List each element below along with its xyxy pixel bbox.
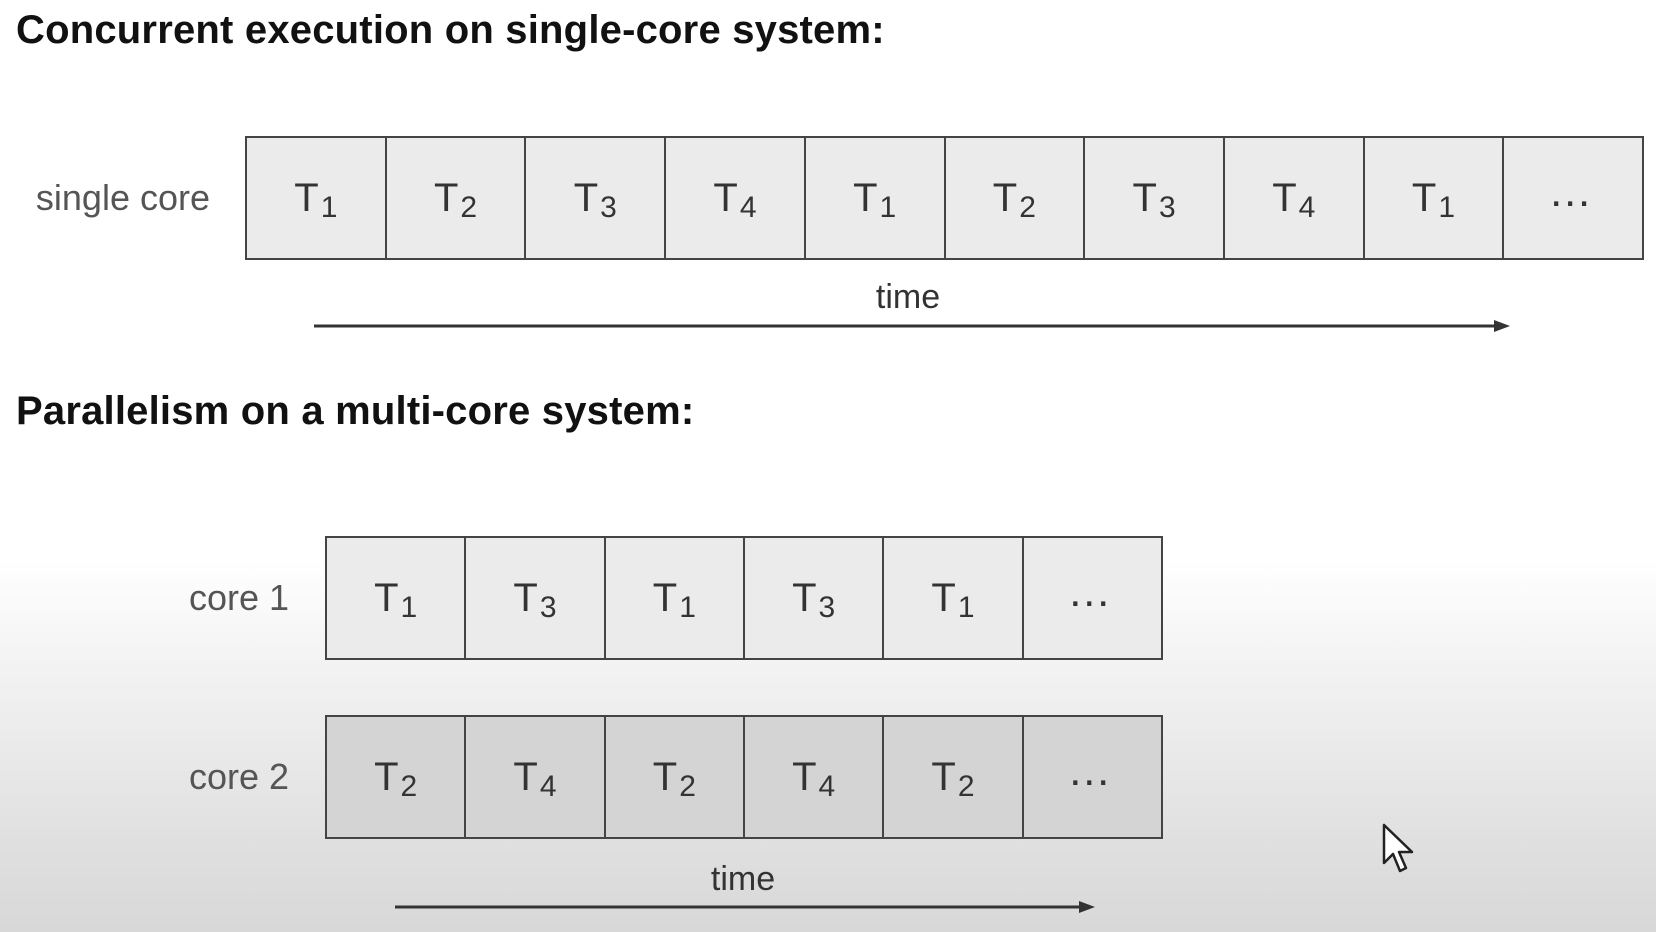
core-1-cell-name: T — [792, 575, 817, 620]
single-core-time-arrow-icon — [314, 320, 1510, 332]
single-core-cell-name: T — [1132, 175, 1157, 220]
core-2-cell-name: T — [513, 754, 538, 799]
core-1-cell-subscript: 1 — [679, 591, 696, 624]
core-1-cell-subscript: 1 — [957, 591, 975, 624]
core-2-cell: … — [1023, 717, 1161, 837]
single-core-cell-subscript: 4 — [1298, 191, 1316, 224]
single-core-cell-subscript: 1 — [1438, 191, 1456, 224]
single-core-cell-name: … — [1548, 167, 1599, 216]
single-core-cell-subscript: 2 — [460, 191, 478, 224]
single-core-heading: Concurrent execution on single-core syst… — [16, 8, 885, 52]
core-2-cell-subscript: 2 — [679, 770, 696, 803]
single-core-cell-name: T — [992, 175, 1018, 220]
single-core-cell-name: T — [1272, 175, 1297, 220]
single-core-cell-name: T — [853, 175, 878, 220]
multi-core-heading: Parallelism on a multi-core system: — [16, 389, 695, 433]
mouse-pointer-icon — [1382, 823, 1414, 873]
core-1-cell-subscript: 3 — [818, 591, 836, 624]
core-2-label: core 2 — [188, 756, 289, 797]
single-core-cell-subscript: 1 — [879, 191, 897, 224]
core-1-cell: … — [1023, 538, 1161, 658]
single-core-cell-subscript: 4 — [739, 191, 757, 224]
core-2-cell-subscript: 2 — [400, 770, 418, 803]
single-core-cell-subscript: 2 — [1019, 191, 1036, 224]
core-2-cell-subscript: 2 — [957, 770, 975, 803]
core-2-cell-name: T — [931, 754, 956, 799]
single-core-cell-name: T — [713, 175, 738, 220]
core-2-cell-name: … — [1067, 746, 1118, 795]
core-2-cell-subscript: 4 — [818, 770, 836, 803]
core-1-cell-subscript: 1 — [400, 591, 418, 624]
single-core-time-label: time — [875, 278, 941, 316]
core-2-cell-name: T — [792, 754, 817, 799]
multi-core-time-label: time — [710, 860, 776, 898]
single-core-cell-name: T — [433, 175, 459, 220]
single-core-cell-name: T — [1411, 175, 1437, 220]
core-1-cell-subscript: 3 — [539, 591, 557, 624]
single-core-cell: … — [1504, 138, 1643, 258]
core-2-cell-subscript: 4 — [539, 770, 557, 803]
core-1-label: core 1 — [188, 577, 289, 618]
core-1-cell-name: T — [652, 575, 678, 620]
single-core-label: single core — [35, 177, 210, 218]
core-2-cell-name: T — [652, 754, 678, 799]
single-core-cell-name: T — [573, 175, 599, 220]
multi-core-time-arrow-icon — [395, 901, 1095, 913]
single-core-cell-name: T — [294, 175, 319, 220]
single-core-cell-subscript: 3 — [600, 191, 617, 224]
core-1-cell-name: T — [931, 575, 956, 620]
core-1-cell-name: T — [374, 575, 399, 620]
core-1-cell-name: T — [513, 575, 538, 620]
core-1-cell-name: … — [1067, 567, 1118, 616]
single-core-cell-subscript: 3 — [1158, 191, 1176, 224]
core-2-cell-name: T — [374, 754, 399, 799]
single-core-cell-subscript: 1 — [320, 191, 338, 224]
